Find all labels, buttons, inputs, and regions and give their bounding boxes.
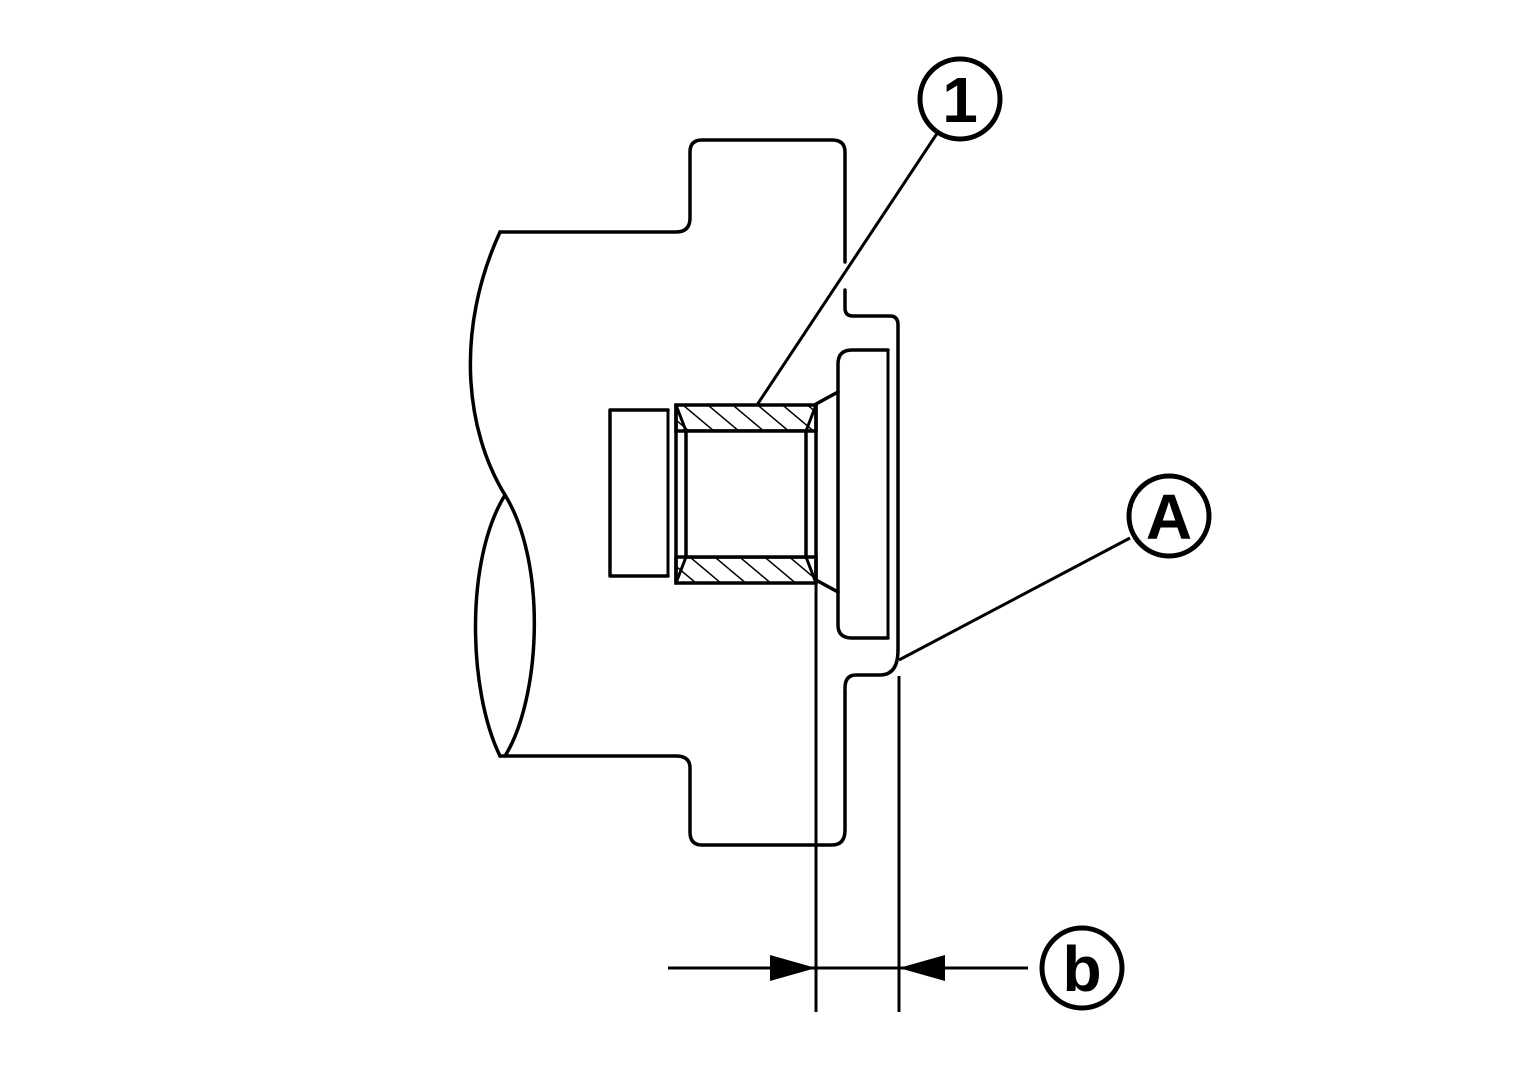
shaft-stub [608,408,670,578]
chamfer-bottom [814,578,840,594]
callout-1-label: 1 [942,64,978,136]
bushing-bottom-wall [674,555,818,585]
body-outline [498,138,847,264]
leader-line-a [898,536,1131,662]
callout-1: 1 [917,56,1003,142]
arrow-right-icon [899,955,945,981]
bushing-bore [684,429,808,559]
break-line-inner [473,493,507,758]
flange-step-upper [843,288,900,652]
flange-face [836,348,890,640]
flange-step-lower [843,648,900,690]
body-outline-lower [498,688,847,847]
callout-a: A [1126,473,1212,559]
chamfer-top [814,390,840,406]
bushing-top-wall [674,403,818,433]
leader-line-1 [755,131,940,406]
callout-b-label: b [1062,933,1101,1005]
bushing [674,403,818,585]
arrow-left-icon [770,955,816,981]
callout-b: b [1039,925,1125,1011]
callout-a-label: A [1146,481,1192,553]
